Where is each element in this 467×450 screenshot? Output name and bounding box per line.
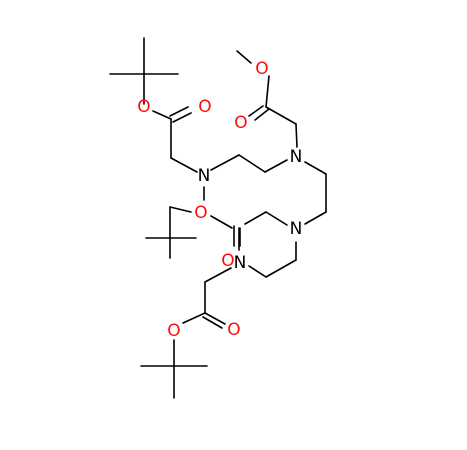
bond bbox=[254, 108, 270, 121]
bond bbox=[244, 211, 267, 225]
oxygen-atom-top-carbonyl: O bbox=[198, 97, 211, 117]
bond bbox=[265, 211, 288, 226]
bond bbox=[210, 215, 233, 229]
bond bbox=[238, 154, 266, 173]
bond bbox=[248, 105, 264, 117]
nitrogen-atom-right: N bbox=[290, 219, 303, 239]
oxygen-atom-methyl-carbonyl: O bbox=[234, 113, 247, 133]
bond bbox=[169, 206, 192, 213]
bond bbox=[172, 112, 192, 123]
bond bbox=[248, 265, 267, 278]
bond bbox=[204, 267, 232, 283]
bond bbox=[265, 259, 297, 278]
atom-layer: O O N N O O O O N N O O bbox=[137, 59, 302, 341]
bond bbox=[202, 316, 223, 329]
bond bbox=[152, 110, 172, 120]
bond bbox=[265, 75, 270, 108]
oxygen-atom-middle-tbu-ester: O bbox=[194, 203, 207, 223]
bond bbox=[265, 106, 297, 125]
oxygen-atom-methoxy: O bbox=[255, 59, 268, 79]
bond bbox=[304, 211, 327, 225]
oxygen-atom-top-tbu-ester: O bbox=[137, 97, 150, 117]
bond bbox=[182, 312, 206, 324]
nitrogen-atom-bottom: N bbox=[234, 253, 247, 273]
nitrogen-atom-top-right: N bbox=[290, 147, 303, 167]
bond-layer bbox=[109, 37, 327, 399]
bond bbox=[295, 123, 298, 148]
bond bbox=[169, 106, 189, 117]
bond bbox=[210, 154, 240, 171]
bond bbox=[264, 159, 288, 173]
oxygen-atom-bottom-carbonyl: O bbox=[227, 320, 240, 340]
bond bbox=[236, 50, 252, 64]
bond bbox=[204, 312, 226, 325]
oxygen-atom-bottom-tbu-ester: O bbox=[167, 321, 180, 341]
bond bbox=[170, 157, 198, 173]
oxygen-atom-middle-carbonyl: O bbox=[221, 251, 234, 271]
bond bbox=[304, 161, 327, 175]
nitrogen-atom-left: N bbox=[198, 166, 211, 186]
